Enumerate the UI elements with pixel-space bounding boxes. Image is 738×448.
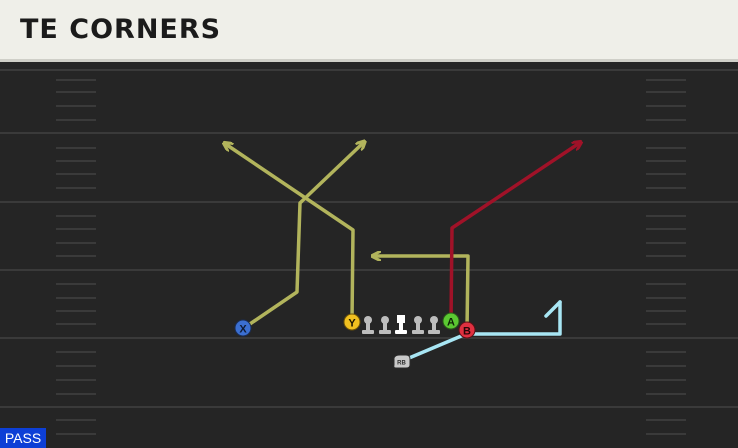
route-b-in — [376, 256, 470, 332]
player-x-label: X — [239, 324, 247, 336]
player-rb[interactable]: RB — [393, 354, 411, 369]
player-a-label: A — [447, 317, 455, 329]
player-y-label: Y — [348, 318, 356, 330]
player-a[interactable]: A — [442, 312, 460, 330]
player-b-label: B — [463, 326, 471, 338]
route-rb-flat — [400, 300, 562, 363]
hash-marks-right — [646, 79, 686, 435]
hash-marks-left — [56, 79, 96, 435]
lineman-right-tackle — [428, 316, 440, 334]
football-field — [0, 62, 738, 448]
player-x[interactable]: X — [234, 319, 252, 337]
route-y-corner — [227, 145, 355, 323]
play-diagram: X Y A B RB — [0, 69, 738, 435]
pass-badge: PASS — [0, 428, 46, 448]
play-title: TE CORNERS — [20, 14, 222, 45]
rb-marker-shape — [393, 354, 411, 369]
player-y[interactable]: Y — [343, 313, 361, 331]
route-a-post — [449, 144, 578, 324]
lineman-left-tackle — [362, 316, 374, 334]
lineman-right-guard — [412, 316, 424, 334]
route-x-post — [242, 144, 362, 330]
lineman-center — [395, 315, 407, 334]
route-rb-flat-end — [544, 300, 562, 318]
yard-lines — [0, 69, 738, 408]
play-header: TE CORNERS — [0, 0, 738, 62]
offensive-line — [362, 315, 440, 334]
player-rb-label: RB — [397, 361, 406, 367]
lineman-left-guard — [379, 316, 391, 334]
player-b[interactable]: B — [458, 321, 476, 339]
